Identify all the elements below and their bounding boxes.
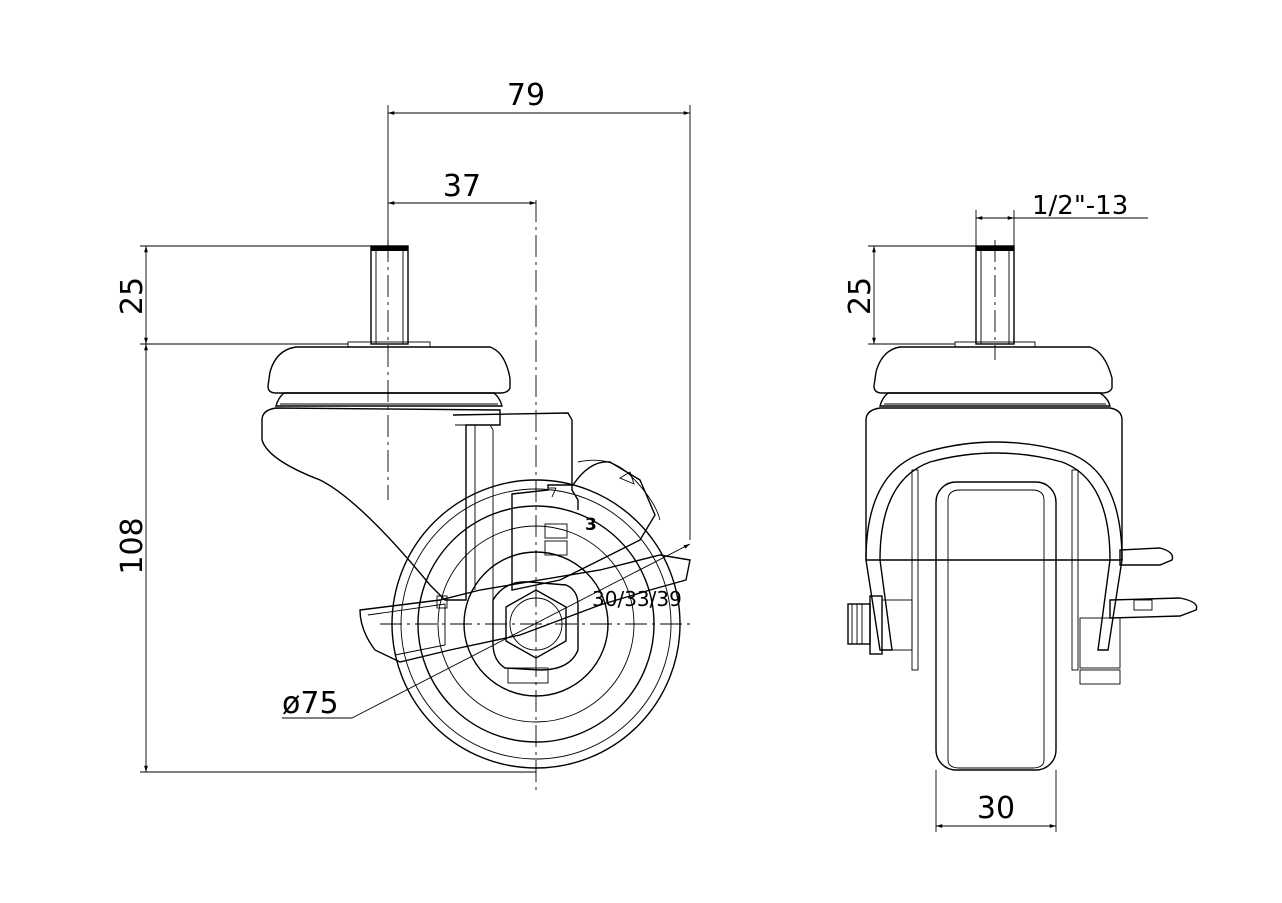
dim-stem-height-front: 25: [843, 245, 976, 345]
dim-offset-axis: 37: [387, 169, 536, 205]
dim-stem-height-side: 25: [115, 245, 371, 345]
side-top-plate: [267, 346, 511, 394]
dim-offset-total: 79: [387, 78, 691, 540]
front-axle-bolt: [847, 595, 913, 655]
side-fork: [261, 407, 501, 601]
side-brake: 3: [359, 459, 691, 684]
dim-wheel-diameter-label: ø75: [282, 686, 339, 721]
front-fork-bracket: [865, 441, 1123, 651]
front-top-plate: [873, 346, 1113, 394]
front-fork: [865, 407, 1123, 561]
side-view: 3 79 37: [115, 78, 691, 790]
side-stem: [347, 245, 431, 348]
dim-brake-range-label: 30/33/39: [592, 587, 682, 611]
brake-marking-label: 3: [585, 515, 597, 535]
dim-wheel-width-label: 30: [977, 791, 1015, 826]
dim-thread: 1/2"-13: [975, 191, 1148, 246]
front-wheel: [935, 481, 1057, 771]
dim-stem-height-front-label: 25: [843, 277, 878, 315]
front-brake-pedal: [1079, 547, 1198, 685]
dim-overall-height: 108: [115, 343, 536, 773]
dim-overall-height-label: 108: [115, 517, 150, 574]
dim-stem-height-side-label: 25: [115, 277, 150, 315]
dim-wheel-width: 30: [935, 770, 1057, 832]
dim-offset-total-label: 79: [507, 78, 545, 113]
dim-offset-axis-label: 37: [443, 169, 481, 204]
dim-wheel-diameter: ø75: [282, 543, 691, 721]
front-view: 1/2"-13 25 30: [843, 191, 1198, 832]
dim-thread-label: 1/2"-13: [1032, 191, 1128, 221]
